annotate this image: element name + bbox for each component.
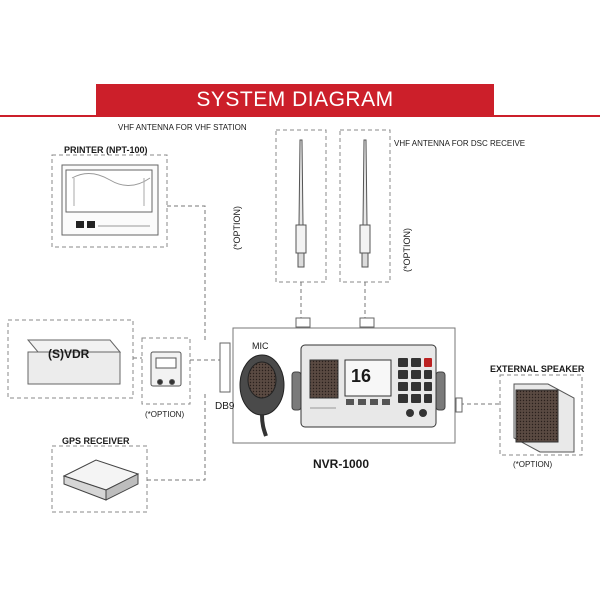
keypad: [398, 358, 432, 403]
mounting-bracket-right: [435, 371, 446, 411]
gps-boundary: [51, 445, 148, 513]
gps-device: [62, 459, 140, 501]
volume-knob: [406, 409, 414, 417]
title-underline: [0, 115, 600, 117]
antenna-dsc-receive: [359, 139, 371, 268]
channel-display: 16: [351, 366, 372, 386]
speaker-option-label: (*OPTION): [513, 460, 553, 469]
speaker-boundary: [499, 374, 583, 456]
connection-lines: [133, 205, 500, 481]
antenna-option-right: (*OPTION): [402, 228, 412, 272]
speaker-grille: [309, 359, 339, 399]
vhf-antenna-station-label: VHF ANTENNA FOR VHF STATION: [118, 123, 247, 132]
printer-device: [61, 164, 159, 236]
mic-label: MIC: [252, 341, 269, 351]
vdr-device: [26, 339, 122, 385]
diagram-title: SYSTEM DIAGRAM: [196, 88, 394, 111]
printer-boundary: [51, 154, 168, 248]
antenna-port-right: [359, 317, 375, 328]
speaker-port: [455, 397, 463, 413]
antenna-port-left: [295, 317, 311, 328]
vhf-antenna-dsc-label: VHF ANTENNA FOR DSC RECEIVE: [394, 139, 526, 148]
gps-label: GPS RECEIVER: [62, 436, 130, 446]
nvr-1000-unit: [291, 344, 446, 428]
vdr-boundary: [7, 319, 134, 399]
external-speaker-label: EXTERNAL SPEAKER: [490, 364, 585, 374]
vdr-label: (S)VDR: [48, 347, 90, 361]
antenna-option-left: (*OPTION): [232, 206, 242, 250]
printer-label: PRINTER (NPT-100): [64, 145, 148, 155]
db9-connector: [219, 342, 231, 393]
external-speaker-device: [513, 383, 575, 453]
title-banner: [96, 84, 494, 116]
db9-label: DB9: [215, 401, 235, 412]
junction-option-label: (*OPTION): [145, 410, 185, 419]
junction-box: [150, 351, 182, 387]
mounting-bracket-left: [291, 371, 302, 411]
mic-handset: [239, 354, 285, 437]
main-unit-label: NVR-1000: [313, 457, 370, 471]
junction-boundary: [141, 337, 191, 405]
squelch-knob: [419, 409, 427, 417]
antenna-vhf-station: [295, 139, 307, 268]
display-screen: [344, 359, 392, 397]
